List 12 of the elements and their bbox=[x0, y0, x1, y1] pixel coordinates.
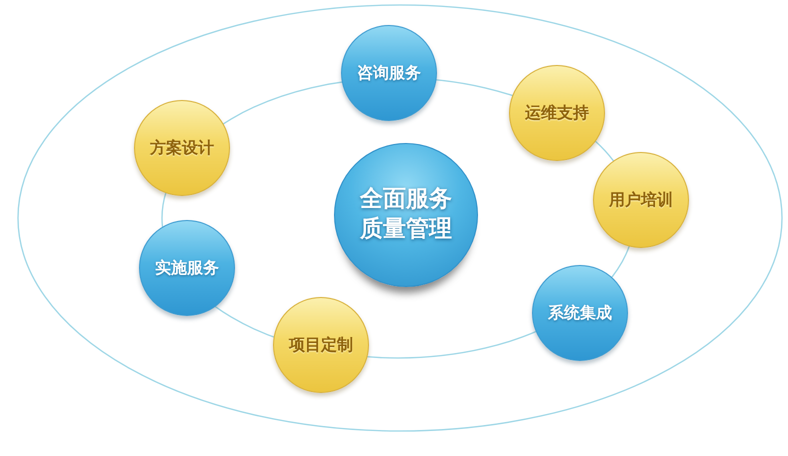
circle-label: 咨询服务 bbox=[357, 63, 421, 83]
hub-label: 全面服务质量管理 bbox=[358, 185, 453, 244]
circle-label: 项目定制 bbox=[289, 335, 353, 355]
circle-label: 方案设计 bbox=[150, 138, 214, 158]
circle-label: 运维支持 bbox=[525, 103, 589, 123]
service-circle bbox=[134, 100, 230, 196]
service-circle bbox=[509, 65, 605, 161]
service-circle bbox=[273, 297, 369, 393]
circle-label: 用户培训 bbox=[609, 190, 673, 210]
circle-label: 系统集成 bbox=[548, 303, 612, 323]
service-circle bbox=[593, 152, 689, 248]
circle-label: 实施服务 bbox=[155, 258, 219, 278]
